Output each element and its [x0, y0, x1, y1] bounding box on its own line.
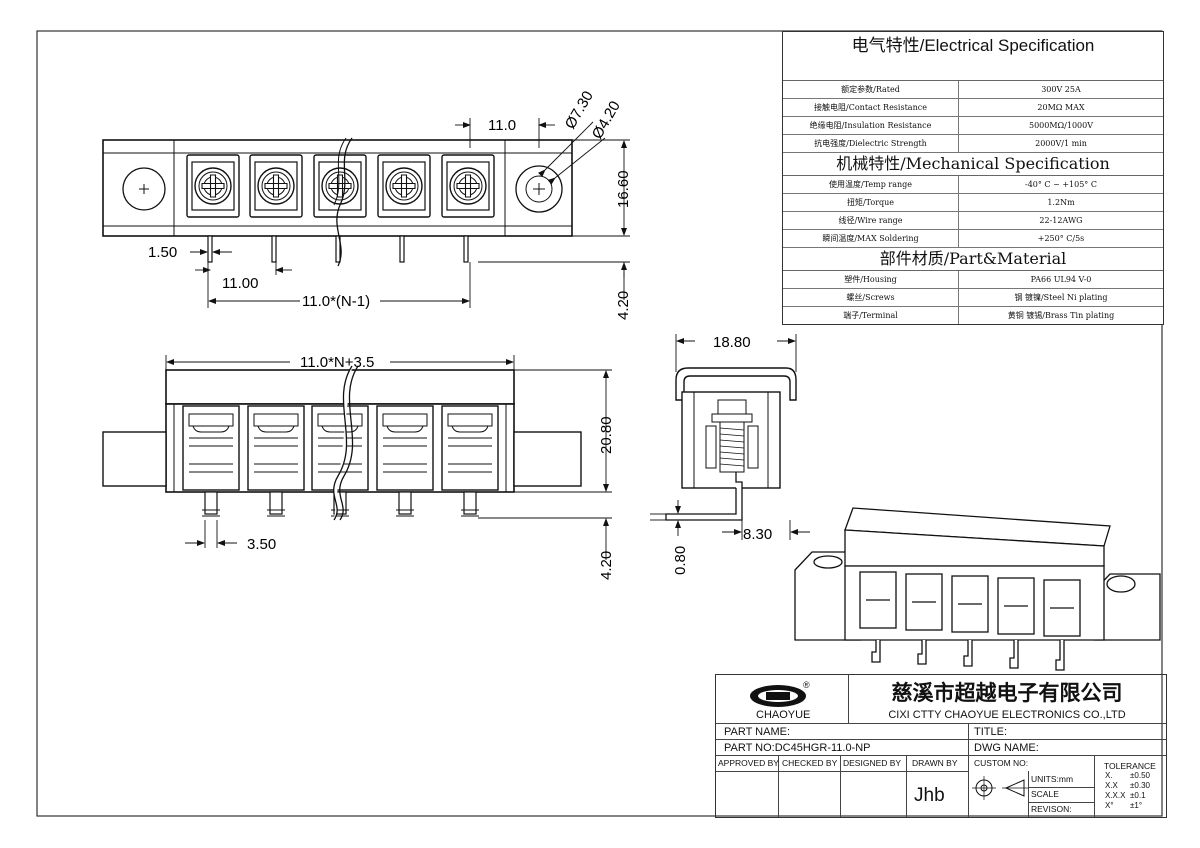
svg-text:®: ®	[803, 680, 810, 690]
drawn-by-value: Jhb	[914, 785, 945, 806]
units-label: UNITS:mm	[1031, 774, 1074, 784]
sheet-border	[36, 30, 1163, 817]
tolerance-title: TOLERANCE	[1104, 761, 1156, 771]
screw-4	[377, 154, 431, 218]
screw-1	[186, 154, 240, 218]
spec-value: 1.2Nm	[1047, 198, 1075, 207]
part-name-label: PART NAME:	[724, 726, 791, 738]
table-row: 扭矩/Torque 1.2Nm	[783, 194, 1163, 212]
dim-3-50: 3.50	[247, 536, 276, 553]
side-view	[665, 367, 797, 521]
spec-key: 抗电强度/Dielectric Strength	[783, 135, 959, 152]
spec-key: 螺丝/Screws	[783, 289, 959, 306]
slot-4	[376, 405, 434, 491]
spec-value: 钢 镀镍/Steel Ni plating	[1014, 293, 1108, 302]
revision-label: REVISON:	[1031, 804, 1072, 814]
mount-hole-right	[515, 165, 563, 213]
tolerance-key: X.	[1105, 771, 1113, 780]
spec-key: 端子/Terminal	[783, 307, 959, 324]
slot-5	[441, 405, 499, 491]
spec-value: 5000MΩ/1000V	[1028, 121, 1093, 130]
dim-18-80: 18.80	[713, 334, 751, 351]
spec-value: -40° C ~ +105° C	[1025, 180, 1097, 189]
spec-key: 使用温度/Temp range	[783, 176, 959, 193]
table-row: 使用温度/Temp range -40° C ~ +105° C	[783, 176, 1163, 194]
specification-table: 电气特性/Electrical Specification 额定参数/Rated…	[782, 31, 1164, 325]
company-name-cn: 慈溪市超越电子有限公司	[891, 681, 1123, 705]
spec-value: 20MΩ MAX	[1037, 103, 1085, 112]
spec-key: 塑件/Housing	[783, 271, 959, 288]
dim-11-00: 11.00	[222, 275, 258, 292]
dim-11-0: 11.0	[488, 117, 516, 134]
front-view	[102, 365, 582, 521]
table-row: 端子/Terminal 黄铜 镀锡/Brass Tin plating	[783, 307, 1163, 324]
material-spec-title: 部件材质/Part&Material	[783, 248, 1163, 271]
table-row: 抗电强度/Dielectric Strength 2000V/1 min	[783, 135, 1163, 153]
designed-by-label: DESIGNED BY	[843, 758, 902, 768]
spec-value: 2000V/1 min	[1035, 139, 1087, 148]
dwg-name-label: DWG NAME:	[974, 742, 1039, 754]
dim-11n1: 11.0*(N-1)	[302, 293, 370, 310]
projection-symbol-icon	[972, 776, 1028, 800]
screw-3	[313, 154, 367, 218]
dim-0-80: 0.80	[672, 546, 689, 575]
table-row: 额定参数/Rated 300V 25A	[783, 81, 1163, 99]
top-view	[102, 137, 573, 267]
screw-2	[249, 154, 303, 218]
spec-value: PA66 UL94 V-0	[1030, 275, 1092, 284]
company-name-en: CIXI CTTY CHAOYUE ELECTRONICS CO.,LTD	[888, 709, 1126, 721]
slot-2	[247, 405, 305, 491]
spec-key: 扭矩/Torque	[783, 194, 959, 211]
tolerance-key: X.X.X	[1105, 791, 1126, 800]
dim-4-20-front: 4.20	[598, 551, 615, 580]
screw-5	[441, 154, 495, 218]
table-row: 绝缘电阻/Insulation Resistance 5000MΩ/1000V	[783, 117, 1163, 135]
mechanical-spec-title: 机械特性/Mechanical Specification	[783, 153, 1163, 176]
table-row: 线径/Wire range 22-12AWG	[783, 212, 1163, 230]
dim-1-50: 1.50	[148, 244, 177, 261]
dim-phi420: Ø4.20	[589, 98, 624, 142]
dim-4-20-top: 4.20	[615, 291, 632, 320]
part-no-label: PART NO:DC45HGR-11.0-NP	[724, 742, 871, 754]
tolerance-value: ±0.30	[1130, 781, 1150, 790]
spec-value: 22-12AWG	[1039, 216, 1083, 225]
scale-label: SCALE	[1031, 789, 1059, 799]
table-row: 塑件/Housing PA66 UL94 V-0	[783, 271, 1163, 289]
spec-value: +250° C/5s	[1037, 234, 1085, 243]
spec-key: 接触电阻/Contact Resistance	[783, 99, 959, 116]
company-logo: ®	[750, 680, 810, 707]
dim-phi730: Ø7.30	[562, 88, 597, 132]
dim-8-30: 8.30	[743, 526, 772, 543]
dim-11n35: 11.0*N+3.5	[300, 354, 374, 371]
tolerance-value: ±0.1	[1130, 791, 1146, 800]
spec-key: 绝缘电阻/Insulation Resistance	[783, 117, 959, 134]
table-row: 瞬间温度/MAX Soldering +250° C/5s	[783, 230, 1163, 248]
table-row: 螺丝/Screws 钢 镀镍/Steel Ni plating	[783, 289, 1163, 307]
dim-20-80: 20.80	[598, 416, 615, 454]
tolerance-value: ±1°	[1130, 801, 1143, 810]
approved-by-label: APPROVED BY	[718, 758, 779, 768]
spec-value: 300V 25A	[1041, 85, 1081, 94]
spec-key: 瞬间温度/MAX Soldering	[783, 230, 959, 247]
table-row: 接触电阻/Contact Resistance 20MΩ MAX	[783, 99, 1163, 117]
spec-value: 黄铜 镀锡/Brass Tin plating	[1007, 311, 1115, 320]
checked-by-label: CHECKED BY	[782, 758, 838, 768]
custom-no-label: CUSTOM NO:	[974, 758, 1029, 768]
tolerance-value: ±0.50	[1130, 771, 1150, 780]
title-label: TITLE:	[974, 726, 1008, 738]
slot-1	[182, 405, 240, 491]
spec-key: 额定参数/Rated	[783, 81, 959, 98]
isometric-view	[794, 507, 1161, 671]
tolerance-key: X°	[1105, 801, 1114, 810]
dim-16-60: 16.60	[615, 170, 632, 208]
spec-key: 线径/Wire range	[783, 212, 959, 229]
slot-3	[311, 405, 369, 491]
electrical-spec-title: 电气特性/Electrical Specification	[783, 32, 1163, 81]
title-block: ® CHAOYUE 慈溪市超越电子有限公司 CIXI CTTY CHAOYUE …	[715, 674, 1167, 818]
drawn-by-label: DRAWN BY	[912, 758, 958, 768]
tolerance-key: X.X	[1105, 781, 1118, 790]
mount-hole-left	[122, 167, 166, 211]
brand-name: CHAOYUE	[756, 709, 811, 721]
